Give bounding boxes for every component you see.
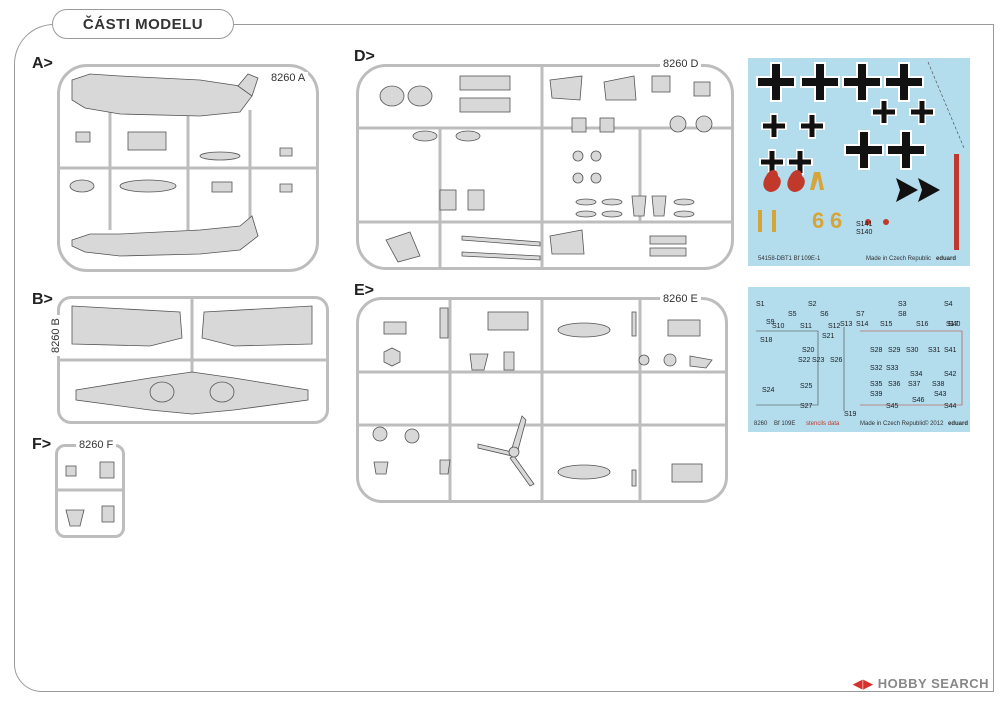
sprue-a-code: 8260 A — [268, 72, 309, 84]
decal-footer-brand: eduard — [936, 256, 957, 262]
stencil-label: S14 — [856, 321, 869, 328]
stencil-label: S36 — [888, 381, 901, 388]
stencil-label: S25 — [800, 383, 813, 390]
stencil-label: S20 — [802, 347, 815, 354]
stencil-label: S13 — [840, 321, 853, 328]
stencil-label: S23 — [812, 357, 825, 364]
stencil-footer-name: Bf 109E — [774, 421, 796, 427]
stencil-label: S5 — [788, 311, 797, 318]
stencil-label: S4 — [944, 301, 953, 308]
stencil-label: S17 — [946, 321, 959, 328]
stencil-footer-code: 8260 — [754, 421, 768, 427]
stencil-label: S19 — [844, 411, 857, 418]
stencil-label: S8 — [898, 311, 907, 318]
stencil-footer-made: Made in Czech Republic — [860, 421, 926, 427]
stencil-label: S37 — [908, 381, 921, 388]
section-b-label: B> — [32, 291, 53, 308]
stencil-label: S29 — [888, 347, 901, 354]
stencil-footer-type: stencils data — [806, 421, 840, 427]
stencil-label: S43 — [934, 391, 947, 398]
stencil-label: S30 — [906, 347, 919, 354]
stencil-label: S40 — [948, 321, 961, 328]
stencil-label: S41 — [944, 347, 957, 354]
stencil-label: S2 — [808, 301, 817, 308]
stencil-label: S15 — [880, 321, 893, 328]
stencil-label: S21 — [822, 333, 835, 340]
decal-number-6: 6 — [830, 208, 843, 233]
stencil-label: S32 — [870, 365, 883, 372]
sprue-d-code: 8260 D — [660, 58, 702, 70]
stencil-label: S42 — [944, 371, 957, 378]
stencil-footer-brand: eduard — [948, 421, 969, 427]
decal-footer-code: 54158-DBT1 Bf 109E-1 — [758, 256, 821, 262]
decal-number-6: 6 — [812, 208, 825, 233]
stencil-label: S28 — [870, 347, 883, 354]
page-frame — [14, 24, 994, 692]
hobbysearch-logo-icon: ◀▶ — [852, 676, 878, 691]
decal-footer-made: Made in Czech Republic — [866, 256, 932, 262]
stencil-label: S33 — [886, 365, 899, 372]
stencil-label: S38 — [932, 381, 945, 388]
stencil-label: S34 — [910, 371, 923, 378]
hobbysearch-watermark: ◀▶ HOBBY SEARCH — [853, 676, 989, 692]
section-e-label: E> — [354, 282, 375, 299]
stencil-label: S16 — [916, 321, 929, 328]
stencil-label: S3 — [898, 301, 907, 308]
decal-stencil-label: S141 — [856, 221, 873, 228]
stencil-label: S26 — [830, 357, 843, 364]
sprue-d-frame — [356, 64, 734, 270]
stencil-label: S10 — [772, 323, 785, 330]
stencil-label: S11 — [800, 323, 812, 330]
stencil-outline-drawing — [756, 327, 963, 411]
stencil-label: S27 — [800, 403, 813, 410]
page-title: ČÁSTI MODELU — [52, 9, 234, 39]
stencil-label: S6 — [820, 311, 829, 318]
stencil-label: S9 — [766, 319, 775, 326]
decal-sheet-insignia: 6 6 S141 S140 54158-DBT1 Bf 109E-1 Made … — [748, 58, 970, 266]
stencil-label: S7 — [856, 311, 865, 318]
stencil-label: S12 — [828, 323, 841, 330]
stencil-label: S44 — [944, 403, 957, 410]
balkenkreuz-icon — [756, 61, 965, 250]
stencil-footer-year: © 2012 — [924, 421, 944, 427]
sprue-f-code: 8260 F — [76, 439, 117, 451]
decal-stencil-label: S140 — [856, 229, 873, 236]
section-f-label: F> — [32, 436, 52, 453]
section-d-label: D> — [354, 48, 375, 65]
stencil-label: S35 — [870, 381, 883, 388]
stencil-label: S24 — [762, 387, 775, 394]
hobbysearch-brand-text: HOBBY SEARCH — [877, 676, 989, 691]
stencil-label: S39 — [870, 391, 883, 398]
stencil-label: S1 — [756, 301, 765, 308]
stencil-label: S18 — [760, 337, 773, 344]
sprue-e-code: 8260 E — [660, 293, 701, 305]
section-a-label: A> — [32, 55, 53, 72]
stencil-label: S45 — [886, 403, 899, 410]
stencil-label: S31 — [928, 347, 941, 354]
stencil-label: S22 — [798, 357, 811, 364]
stencil-label: S46 — [912, 397, 925, 404]
